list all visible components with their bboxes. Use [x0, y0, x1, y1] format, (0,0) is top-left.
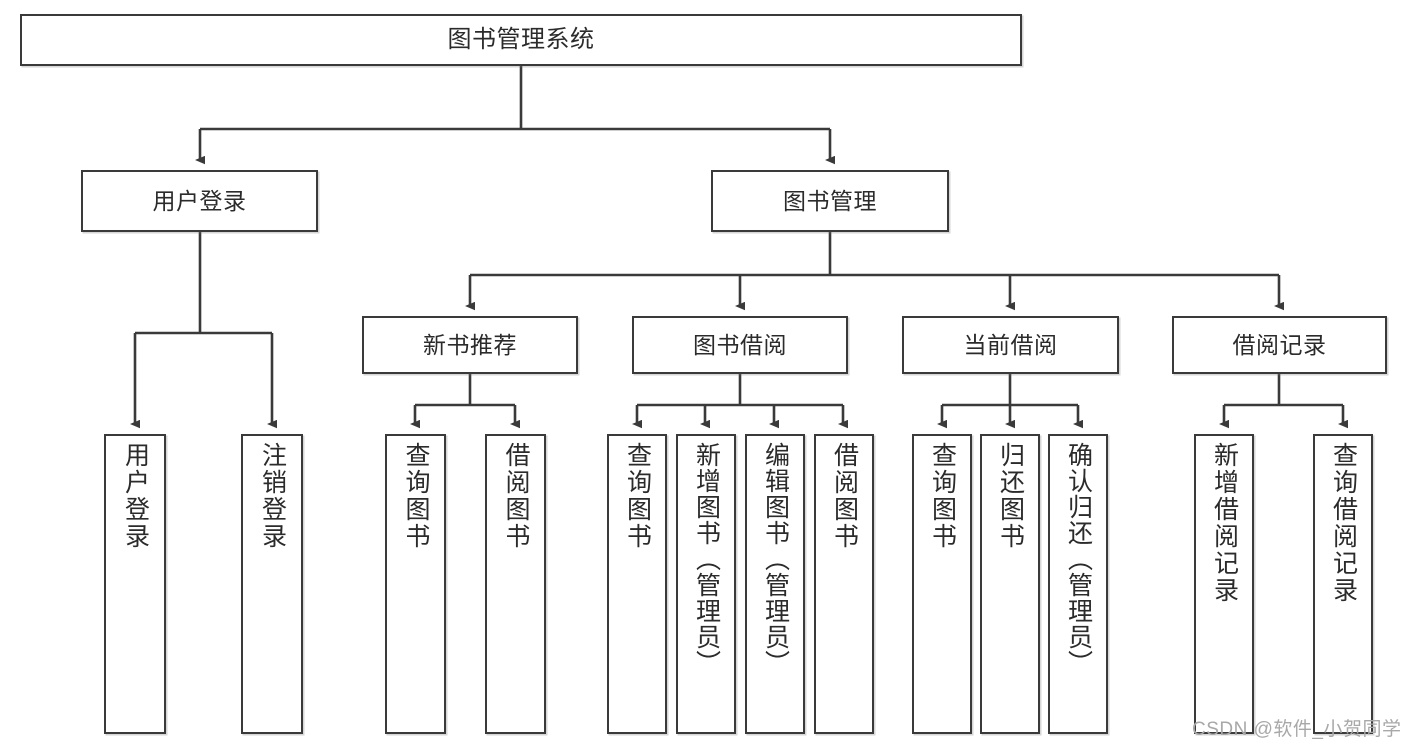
node-label: 查询图书	[402, 442, 430, 550]
node-label: 查询图书	[623, 442, 652, 550]
node-label: 新书推荐	[423, 331, 517, 358]
node-label: 借阅图书	[830, 442, 859, 550]
node-label: 图书借阅	[693, 331, 787, 358]
node-leaf-confirm-return[interactable]: 确认归还（管理员）	[1048, 434, 1108, 734]
node-label: 新增借阅记录	[1210, 442, 1239, 604]
node-leaf-query-book-recommend[interactable]: 查询图书	[385, 434, 446, 734]
node-leaf-logout-login[interactable]: 注销登录	[241, 434, 303, 734]
node-label: 图书管理系统	[447, 26, 595, 54]
node-leaf-return-book[interactable]: 归还图书	[980, 434, 1040, 734]
node-label: 编辑图书（管理员）	[761, 442, 790, 676]
node-leaf-add-book[interactable]: 新增图书（管理员）	[676, 434, 736, 734]
node-label: 查询图书	[928, 442, 957, 550]
node-label: 用户登录	[152, 187, 247, 214]
node-root-book-management-system[interactable]: 图书管理系统	[20, 14, 1022, 66]
node-current-borrow[interactable]: 当前借阅	[902, 316, 1119, 374]
node-label: 借阅记录	[1232, 331, 1327, 358]
node-label: 新增图书（管理员）	[692, 442, 721, 676]
node-borrow-record[interactable]: 借阅记录	[1172, 316, 1387, 374]
node-leaf-borrow-book-recommend[interactable]: 借阅图书	[485, 434, 546, 734]
node-label: 用户登录	[121, 442, 150, 550]
node-label: 借阅图书	[502, 442, 530, 550]
node-label: 归还图书	[996, 442, 1025, 550]
node-label: 确认归还（管理员）	[1064, 442, 1093, 676]
node-label: 查询借阅记录	[1329, 442, 1358, 604]
node-book-borrow[interactable]: 图书借阅	[632, 316, 848, 374]
node-user-login[interactable]: 用户登录	[81, 170, 318, 232]
node-leaf-query-book-borrow[interactable]: 查询图书	[607, 434, 667, 734]
node-leaf-borrow-book[interactable]: 借阅图书	[814, 434, 874, 734]
node-leaf-edit-book[interactable]: 编辑图书（管理员）	[745, 434, 805, 734]
node-leaf-add-borrow-record[interactable]: 新增借阅记录	[1194, 434, 1254, 734]
node-leaf-query-book-current[interactable]: 查询图书	[912, 434, 972, 734]
watermark-text: CSDN @软件_小贺同学	[1192, 719, 1402, 740]
node-label: 注销登录	[258, 442, 287, 550]
node-book-management[interactable]: 图书管理	[711, 170, 949, 232]
node-label: 当前借阅	[963, 331, 1058, 358]
node-leaf-query-borrow-record[interactable]: 查询借阅记录	[1313, 434, 1373, 734]
node-label: 图书管理	[783, 187, 877, 214]
node-leaf-user-login[interactable]: 用户登录	[104, 434, 166, 734]
node-new-book-recommend[interactable]: 新书推荐	[362, 316, 578, 374]
